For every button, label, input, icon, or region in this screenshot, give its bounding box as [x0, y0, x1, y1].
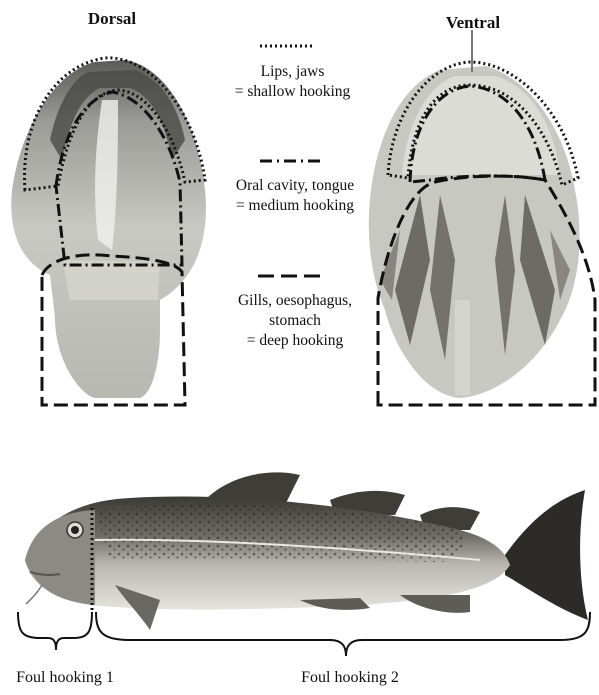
legend-shallow-line2: = shallow hooking	[210, 82, 375, 102]
legend-deep-line2: stomach	[205, 311, 385, 331]
fish-photo	[25, 472, 588, 630]
brace-foul-hooking-2	[96, 612, 590, 656]
foul-hooking-2-label: Foul hooking 2	[285, 668, 415, 689]
ventral-header: Ventral	[428, 12, 518, 34]
legend-shallow-line1: Lips, jaws	[210, 62, 375, 82]
legend-medium: Oral cavity, tongue = medium hooking	[205, 176, 385, 216]
dorsal-head-photo	[11, 60, 206, 398]
legend-deep-line1: Gills, oesophagus,	[205, 291, 385, 311]
legend-medium-line1: Oral cavity, tongue	[205, 176, 385, 196]
legend-medium-line2: = medium hooking	[205, 196, 385, 216]
legend-deep-line3: = deep hooking	[205, 331, 385, 351]
brace-foul-hooking-1	[18, 612, 92, 650]
legend-shallow: Lips, jaws = shallow hooking	[210, 62, 375, 102]
foul-hooking-1-label: Foul hooking 1	[0, 668, 130, 689]
legend-deep: Gills, oesophagus, stomach = deep hookin…	[205, 291, 385, 351]
dorsal-header: Dorsal	[72, 8, 152, 30]
